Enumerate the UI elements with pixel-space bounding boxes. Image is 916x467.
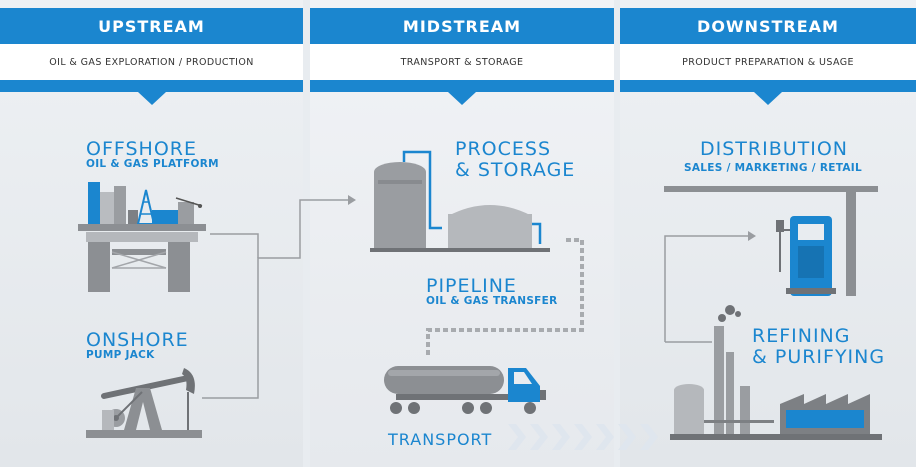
midstream-header: MIDSTREAM: [310, 8, 614, 44]
upstream-header: UPSTREAM: [0, 8, 303, 44]
offshore-platform-icon: [78, 182, 206, 292]
pipeline-title: PIPELINE: [426, 275, 517, 297]
arrow-to-pump-icon: [748, 231, 756, 241]
transport-chevrons: [508, 424, 658, 450]
upstream-notch: [137, 92, 166, 105]
downstream-column: DOWNSTREAM PRODUCT PREPARATION & USAGE: [620, 0, 916, 467]
distribution-connector: [664, 235, 748, 342]
downstream-notch: [754, 92, 782, 105]
arrow-to-storage-icon: [348, 195, 356, 205]
upstream-band: [0, 80, 303, 92]
offshore-title: OFFSHORE: [86, 138, 197, 160]
process-title-line2: & STORAGE: [455, 159, 576, 181]
offshore-connector: [210, 233, 259, 258]
onshore-title: ONSHORE: [86, 329, 189, 351]
fuel-station-icon: [664, 186, 878, 296]
downstream-header: DOWNSTREAM: [620, 8, 916, 44]
connector-lines: [202, 199, 748, 399]
pipeline-subtitle: OIL & GAS TRANSFER: [426, 295, 558, 307]
distribution-subtitle: SALES / MARKETING / RETAIL: [684, 162, 862, 174]
downstream-subtitle: PRODUCT PREPARATION & USAGE: [620, 44, 916, 80]
midstream-notch: [448, 92, 476, 105]
midstream-band: [310, 80, 614, 92]
pipeline-connector: [426, 238, 584, 355]
offshore-subtitle: OIL & GAS PLATFORM: [86, 158, 219, 170]
storage-tanks-icon: [370, 150, 550, 252]
midstream-subtitle: TRANSPORT & STORAGE: [310, 44, 614, 80]
distribution-title: DISTRIBUTION: [700, 138, 849, 160]
upstream-subtitle: OIL & GAS EXPLORATION / PRODUCTION: [0, 44, 303, 80]
pump-jack-icon: [86, 368, 202, 438]
refining-title-line1: REFINING: [752, 325, 851, 347]
refining-title-line2: & PURIFYING: [752, 346, 886, 368]
onshore-subtitle: PUMP JACK: [86, 349, 155, 361]
transport-title: TRANSPORT: [388, 430, 493, 449]
onshore-connector: [202, 199, 348, 399]
refinery-icon: [670, 305, 882, 440]
process-title-line1: PROCESS: [455, 138, 552, 160]
tanker-truck-icon: [384, 366, 546, 414]
downstream-band: [620, 80, 916, 92]
